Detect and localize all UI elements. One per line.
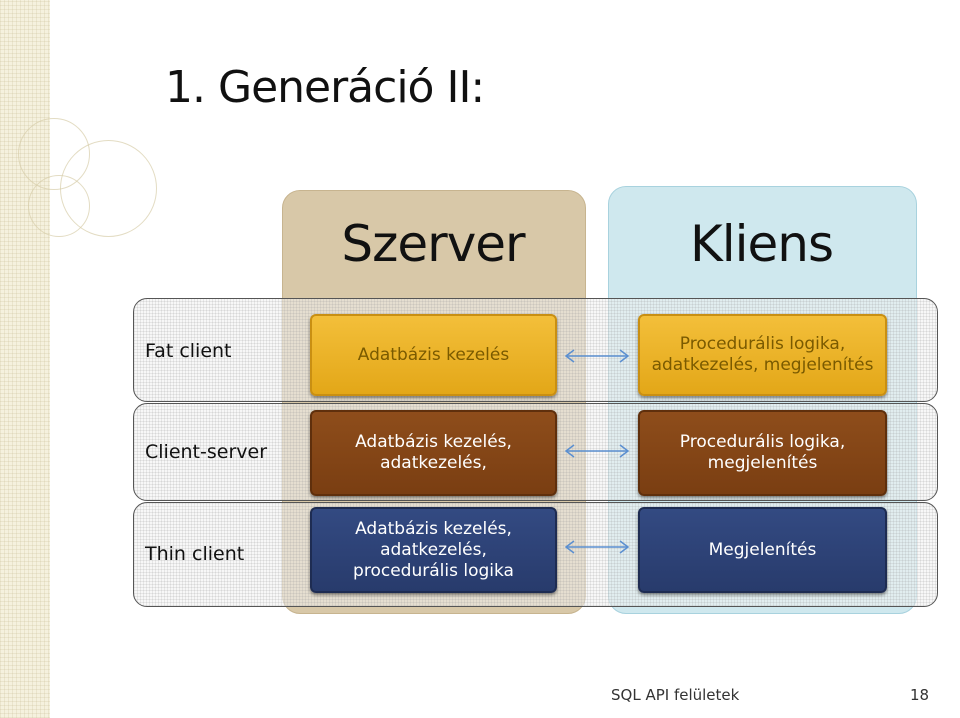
row-label-thin-client: Thin client	[145, 543, 244, 565]
double-arrow-icon	[562, 443, 632, 459]
client-box-client-server: Procedurális logika, megjelenítés	[638, 410, 887, 496]
client-box-thin-client: Megjelenítés	[638, 507, 887, 593]
server-box-fat-client: Adatbázis kezelés	[310, 314, 557, 396]
client-column-heading: Kliens	[608, 215, 915, 273]
slide-title: 1. Generáció II:	[165, 62, 484, 113]
server-box-client-server-text: Adatbázis kezelés, adatkezelés,	[355, 432, 512, 474]
double-arrow-icon	[562, 539, 632, 555]
double-arrow-icon	[562, 348, 632, 364]
server-column-heading: Szerver	[282, 215, 584, 273]
row-label-fat-client: Fat client	[145, 340, 232, 362]
client-box-fat-client-text: Procedurális logika, adatkezelés, megjel…	[652, 334, 874, 376]
decorative-circle	[28, 175, 90, 237]
page-number: 18	[910, 686, 929, 704]
server-box-thin-client: Adatbázis kezelés, adatkezelés, procedur…	[310, 507, 557, 593]
client-box-client-server-text: Procedurális logika, megjelenítés	[680, 432, 845, 474]
client-box-thin-client-text: Megjelenítés	[709, 540, 817, 561]
server-box-thin-client-text: Adatbázis kezelés, adatkezelés, procedur…	[353, 519, 514, 582]
decorative-left-band	[0, 0, 50, 718]
server-box-client-server: Adatbázis kezelés, adatkezelés,	[310, 410, 557, 496]
client-box-fat-client: Procedurális logika, adatkezelés, megjel…	[638, 314, 887, 396]
footer-text: SQL API felületek	[611, 686, 739, 704]
server-box-fat-client-text: Adatbázis kezelés	[358, 345, 509, 366]
row-label-client-server: Client-server	[145, 441, 267, 463]
